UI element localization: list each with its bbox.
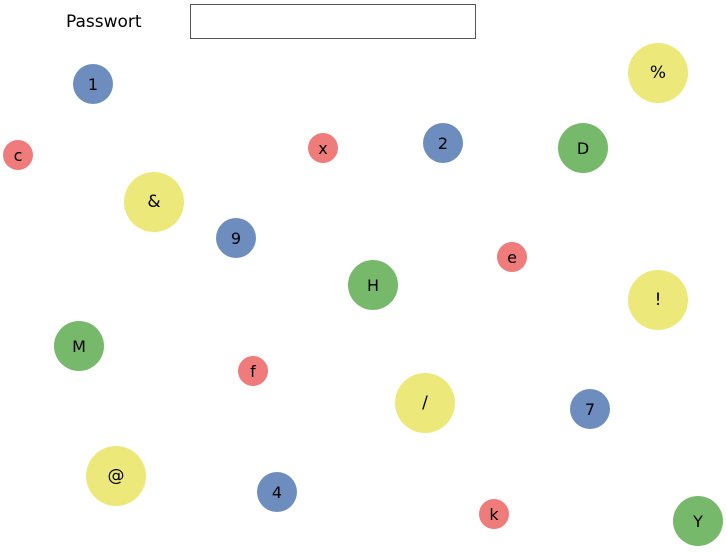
key-bubble-4[interactable]: 2 (423, 123, 463, 163)
key-bubble-7[interactable]: 9 (216, 218, 256, 258)
key-bubble-label: D (576, 138, 590, 158)
key-bubble-9[interactable]: H (348, 260, 398, 310)
key-bubble-label: / (422, 393, 428, 413)
key-bubble-11[interactable]: M (54, 321, 104, 371)
key-bubble-label: % (649, 63, 667, 83)
key-bubble-8[interactable]: e (497, 242, 527, 272)
key-bubble-6[interactable]: & (124, 172, 184, 232)
key-bubble-18[interactable]: Y (673, 496, 723, 546)
key-bubble-17[interactable]: k (479, 499, 509, 529)
key-bubble-0[interactable]: 1 (73, 64, 113, 104)
key-bubble-label: 1 (87, 74, 99, 94)
key-bubble-label: 9 (230, 228, 242, 248)
key-bubble-label: M (72, 336, 86, 356)
key-bubble-label: 7 (584, 399, 596, 419)
key-bubble-label: H (366, 275, 380, 295)
key-bubble-3[interactable]: x (308, 133, 338, 163)
key-bubble-label: & (147, 192, 161, 212)
key-bubble-2[interactable]: c (3, 140, 33, 170)
key-bubble-label: @ (107, 466, 125, 486)
password-label: Passwort (66, 12, 142, 32)
key-bubble-label: x (318, 138, 328, 158)
key-bubble-12[interactable]: f (238, 356, 268, 386)
key-bubble-5[interactable]: D (558, 123, 608, 173)
key-bubble-10[interactable]: ! (628, 270, 688, 330)
key-bubble-13[interactable]: / (395, 373, 455, 433)
key-bubble-label: e (507, 247, 517, 267)
key-bubble-14[interactable]: 7 (570, 389, 610, 429)
password-input[interactable] (190, 4, 476, 39)
key-bubble-label: c (13, 145, 23, 165)
key-bubble-16[interactable]: 4 (257, 472, 297, 512)
key-bubble-label: ! (654, 290, 662, 310)
key-bubble-1[interactable]: % (628, 43, 688, 103)
key-bubble-label: 2 (437, 133, 449, 153)
key-bubble-label: 4 (271, 482, 283, 502)
key-bubble-label: f (250, 361, 256, 381)
key-bubble-label: k (489, 504, 499, 524)
key-bubble-15[interactable]: @ (86, 446, 146, 506)
key-bubble-label: Y (693, 511, 703, 531)
